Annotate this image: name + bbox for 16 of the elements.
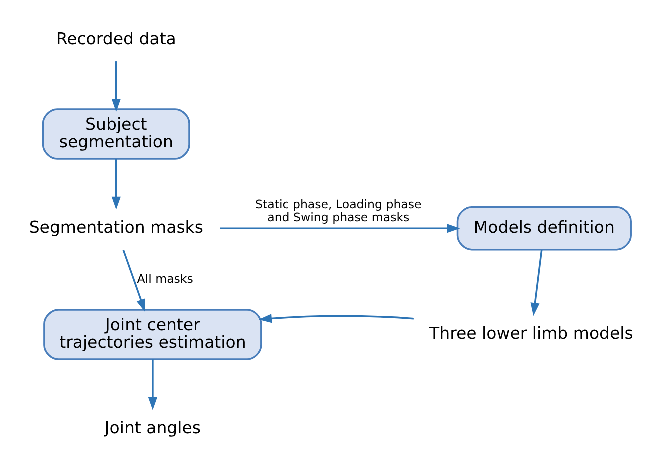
node-text: Segmentation masks bbox=[29, 217, 204, 236]
arrow bbox=[122, 250, 146, 312]
arrow bbox=[112, 61, 121, 112]
edge-label: All masks bbox=[137, 271, 194, 286]
arrow bbox=[148, 359, 158, 410]
arrow bbox=[258, 314, 414, 323]
arrow bbox=[220, 224, 460, 233]
arrow bbox=[530, 250, 543, 316]
arrow bbox=[112, 158, 121, 210]
node-box: Models definition bbox=[456, 206, 632, 250]
node-box: Joint center trajectories estimation bbox=[44, 308, 262, 360]
node-box: Subject segmentation bbox=[42, 108, 190, 160]
node-text: Joint angles bbox=[104, 418, 201, 437]
edge-label: Static phase, Loading phase and Swing phase masks bbox=[256, 197, 422, 224]
node-text: Three lower limb models bbox=[430, 324, 634, 343]
node-text: Recorded data bbox=[56, 28, 176, 48]
